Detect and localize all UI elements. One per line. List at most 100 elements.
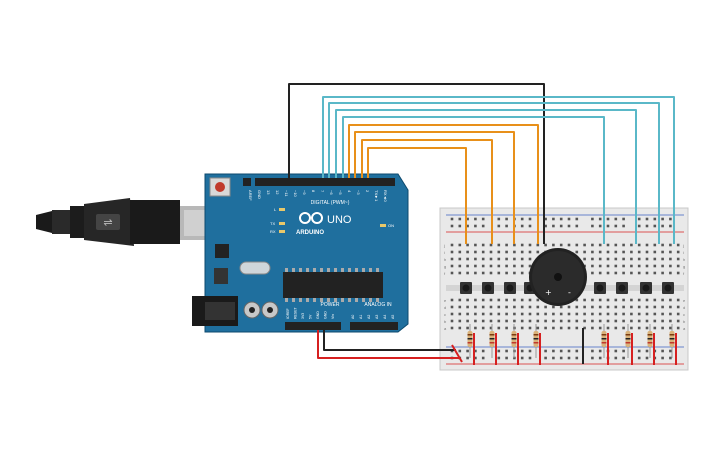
resistor[interactable] [511, 324, 519, 365]
wire-cyan-4 [342, 116, 605, 244]
breadboard-hole [513, 250, 516, 254]
chip-leg [341, 298, 344, 302]
breadboard-hole [505, 305, 508, 309]
breadboard-hole [474, 264, 477, 268]
breadboard-hole [474, 298, 477, 302]
breadboard-hole [661, 264, 664, 268]
breadboard-hole [614, 243, 618, 247]
breadboard-hole [528, 243, 532, 247]
breadboard-hole [575, 312, 579, 316]
breadboard-hole [630, 298, 633, 302]
breadboard-hole [606, 250, 610, 254]
breadboard-hole [567, 243, 571, 247]
breadboard-hole [645, 250, 649, 254]
breadboard-rail-hole [559, 356, 563, 360]
breadboard-hole [513, 305, 516, 309]
breadboard-hole [544, 312, 547, 316]
breadboard-hole [513, 264, 516, 268]
resistor[interactable] [669, 324, 677, 365]
wires[interactable] [288, 83, 675, 364]
breadboard-rail-hole [661, 217, 664, 221]
breadboard-hole [505, 250, 508, 254]
breadboard-rail-hole [474, 356, 477, 360]
breadboard-rail-hole [458, 217, 462, 221]
breadboard-hole [528, 326, 532, 330]
breadboard-hole [474, 312, 477, 316]
breadboard-hole [661, 298, 664, 302]
breadboard-hole [567, 305, 571, 309]
resistor[interactable] [647, 324, 655, 365]
resistor[interactable] [489, 324, 497, 365]
breadboard-hole [458, 257, 462, 261]
piezo-buzzer[interactable]: + - [529, 248, 587, 306]
breadboard-hole [598, 264, 602, 268]
breadboard-hole [583, 298, 586, 302]
breadboard-hole [637, 250, 641, 254]
row-letter: g [444, 264, 446, 269]
breadboard-hole [622, 305, 625, 309]
breadboard-hole [536, 326, 540, 330]
analog-pin-label: A1 [359, 315, 363, 319]
breadboard-hole [669, 271, 672, 275]
breadboard-hole [458, 312, 462, 316]
breadboard-rail-hole [645, 224, 649, 228]
breadboard-hole [466, 312, 469, 316]
breadboard-hole [645, 319, 649, 323]
wire-gnd-top [288, 83, 545, 244]
power-pin-label: 5V [309, 314, 313, 319]
breadboard-hole [583, 326, 586, 330]
power-pin-label: IOREF [286, 308, 290, 319]
breadboard-hole [622, 271, 625, 275]
breadboard-hole [505, 298, 508, 302]
breadboard-hole [598, 319, 602, 323]
breadboard-rail-hole [637, 217, 641, 221]
chip-leg [313, 298, 316, 302]
breadboard-rail-hole [567, 217, 571, 221]
digital-pin-label: 7 [320, 190, 325, 193]
breadboard-hole [575, 326, 579, 330]
breadboard-rail-hole [497, 349, 501, 353]
breadboard-hole [575, 319, 579, 323]
breadboard-hole [591, 312, 594, 316]
chip-leg [285, 298, 288, 302]
breadboard-hole [669, 250, 672, 254]
breadboard-hole [528, 312, 532, 316]
breadboard-hole [450, 312, 454, 316]
digital-pin-label: 4 [347, 190, 352, 193]
resistor[interactable] [625, 324, 633, 365]
breadboard-rail-hole [567, 224, 571, 228]
breadboard-hole [606, 298, 610, 302]
digital-pin-label: 12 [275, 190, 280, 195]
breadboard-hole [622, 326, 625, 330]
breadboard-rail-hole [637, 356, 641, 360]
breadboard-hole [583, 243, 586, 247]
resistor[interactable] [467, 324, 475, 365]
breadboard-hole [676, 264, 680, 268]
row-letter: c [683, 312, 685, 317]
crystal [239, 261, 271, 275]
breadboard-hole [559, 319, 563, 323]
wire-cyan-1 [322, 96, 675, 244]
breadboard-hole [520, 243, 524, 247]
breadboard-hole [559, 243, 563, 247]
breadboard-hole [450, 305, 454, 309]
breadboard-hole [513, 312, 516, 316]
wire-5v [317, 330, 460, 359]
breadboard-hole [450, 257, 454, 261]
breadboard-rail-hole [466, 224, 469, 228]
breadboard-rail-hole [661, 224, 664, 228]
breadboard-hole [481, 326, 485, 330]
chip-leg [306, 298, 309, 302]
breadboard-hole [606, 264, 610, 268]
pushbutton-cap [642, 284, 650, 292]
breadboard-rail-hole [622, 356, 625, 360]
breadboard-hole [669, 257, 672, 261]
resistor[interactable] [533, 324, 541, 365]
breadboard-hole [450, 264, 454, 268]
resistor[interactable] [601, 324, 609, 365]
breadboard-rail-hole [520, 356, 524, 360]
breadboard-rail-hole [661, 349, 664, 353]
breadboard-hole [676, 326, 680, 330]
breadboard-rail-hole [481, 224, 485, 228]
row-letter: e [683, 298, 686, 303]
